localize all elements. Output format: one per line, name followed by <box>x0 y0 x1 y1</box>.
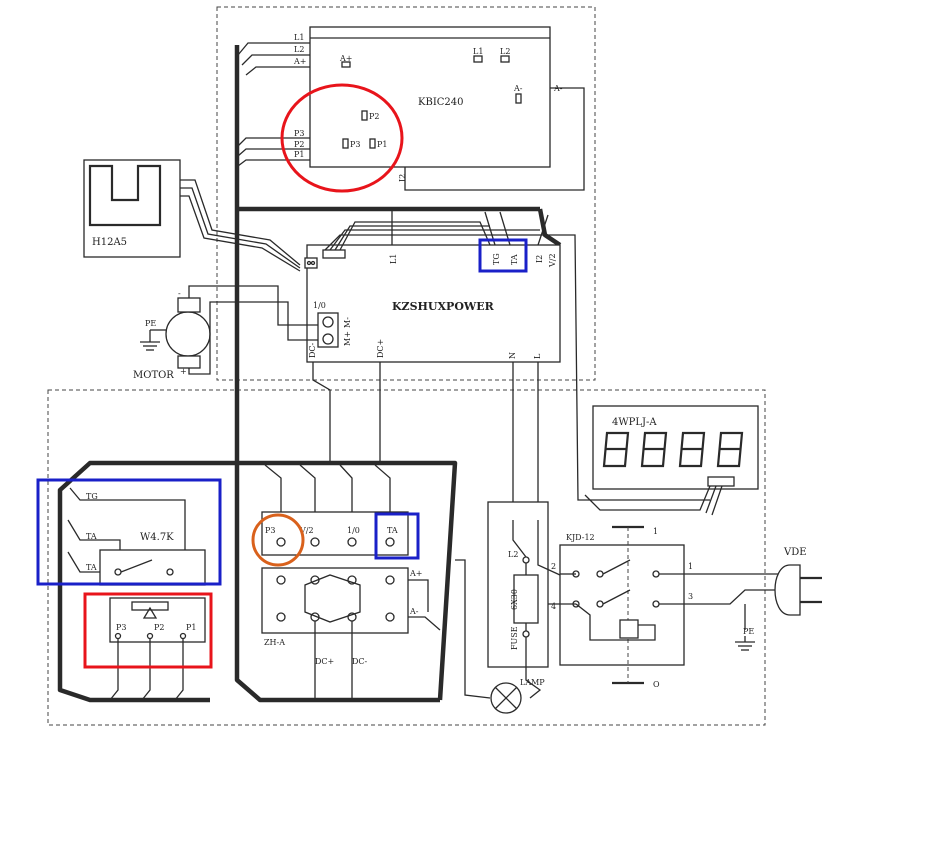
kjd-pos1-label: 1 <box>653 527 658 536</box>
motor-pe-label: PE <box>145 319 156 328</box>
kjd-label: KJD-12 <box>566 533 595 542</box>
kbic-p1-label: P1 <box>377 140 387 149</box>
kz-l1-label: L1 <box>389 254 398 264</box>
kz-io-label: 1/0 <box>313 301 326 310</box>
h12a5-label: H12A5 <box>92 237 127 248</box>
kbic-a-plus-label: A+ <box>339 54 352 63</box>
kjd-t3-label: 3 <box>688 592 693 601</box>
kbic-side-p1: P1 <box>294 150 304 159</box>
plug-pe-label: PE <box>743 627 754 636</box>
pot-ta2-label: TA <box>86 563 97 572</box>
fuse-rating-label: 6X30 <box>510 589 519 610</box>
zh-v2-label: V/2 <box>299 526 314 535</box>
zh-dc-minus-label: DC- <box>352 657 368 666</box>
kzshuxpower-board: KZSHUXPOWER 1/0 M- M+ DC- DC+ L1 TG TA I… <box>304 244 561 363</box>
motor-plus-label: + <box>180 367 187 376</box>
vde-plug: VDE PE <box>735 547 822 651</box>
h12a5-sensor: H12A5 <box>83 159 181 258</box>
highlight-zh-ta <box>374 512 420 560</box>
kbic-side-p3: P3 <box>294 129 304 138</box>
motor: PE - + MOTOR <box>133 289 211 381</box>
kz-ta-label: TA <box>510 254 519 265</box>
kbic-side-l1: L1 <box>294 33 304 42</box>
display-4wplj: 4WPLJ-A <box>592 405 759 490</box>
kbic240-board: KBIC240 A+ L1 L2 A- A- P2 P3 P1 L1 L2 A+… <box>293 26 563 182</box>
zh-dc-plus-label: DC+ <box>315 657 334 666</box>
zh-a-minus-label: A- <box>409 607 419 616</box>
highlight-zh-p3 <box>251 513 305 567</box>
motor-label: MOTOR <box>133 370 174 381</box>
kz-m-minus-label: M- <box>343 317 352 328</box>
kbic-side-a: A+ <box>293 57 306 66</box>
kjd-t2-label: 2 <box>551 562 556 571</box>
kz-dc-plus-label: DC+ <box>376 339 385 358</box>
kbic-l1-label: L1 <box>473 47 483 56</box>
motor-minus-label: - <box>178 289 181 298</box>
zh-ta-label: TA <box>387 526 398 535</box>
kbic-side-l2: L2 <box>294 45 304 54</box>
plug-label: VDE <box>783 547 807 558</box>
upper-enclosure <box>216 6 596 381</box>
zh-p3-label: P3 <box>265 526 275 535</box>
kjd-t4-label: 4 <box>551 602 556 611</box>
kbic-i2-label: I2 <box>398 174 407 182</box>
highlight-kbic-pots <box>280 83 404 193</box>
kzshuxpower-label: KZSHUXPOWER <box>392 300 495 313</box>
fuse-block: L2 6X30 FUSE <box>487 501 549 668</box>
kz-i2-label: I2 <box>535 255 544 263</box>
zh-io-label: 1/0 <box>347 526 360 535</box>
kjd12-switch: KJD-12 1 O 2 4 1 3 <box>551 525 693 689</box>
highlight-pot-tg-ta <box>36 478 222 586</box>
fuse-label: FUSE <box>510 626 519 650</box>
kbic-a-minus-label: A- <box>513 84 523 93</box>
kz-v2-label: V/2 <box>548 253 557 268</box>
pot-tg-label: TG <box>86 492 98 501</box>
zh-a-block: P3 V/2 1/0 TA ZH-A A+ A- DC+ DC- <box>261 511 422 666</box>
kbic-l2-label: L2 <box>500 47 510 56</box>
highlight-pot-p-terminals <box>83 592 213 669</box>
kjd-t1-label: 1 <box>688 562 693 571</box>
pot-switch-block: TG TA TA W4.7K P3 P2 P1 <box>67 487 206 643</box>
kbic240-label: KBIC240 <box>418 97 464 108</box>
kz-tg-label: TG <box>492 253 501 265</box>
fuse-l2-label: L2 <box>508 550 518 559</box>
kz-m-plus-label: M+ <box>343 331 352 346</box>
pot-p1-label: P1 <box>186 623 196 632</box>
lower-enclosure <box>47 389 766 726</box>
zh-label: ZH-A <box>264 638 285 647</box>
kjd-pos0-label: O <box>653 680 660 689</box>
kz-l-label: L <box>533 353 542 359</box>
pot-ta1-label: TA <box>86 532 97 541</box>
kbic-p2-label: P2 <box>369 112 379 121</box>
pot-p2-label: P2 <box>154 623 164 632</box>
highlight-kz-tg-ta <box>478 238 528 273</box>
pot-p3-label: P3 <box>116 623 126 632</box>
pot-label: W4.7K <box>140 532 174 543</box>
kbic-p3-label: P3 <box>350 140 360 149</box>
kz-n-label: N <box>508 352 517 359</box>
lamp: LAMP <box>490 678 545 714</box>
zh-a-plus-label: A+ <box>409 569 422 578</box>
display-label: 4WPLJ-A <box>612 417 657 428</box>
kz-dc-minus-label: DC- <box>308 342 317 358</box>
kbic-side-p2: P2 <box>294 140 304 149</box>
lamp-label: LAMP <box>520 678 545 687</box>
